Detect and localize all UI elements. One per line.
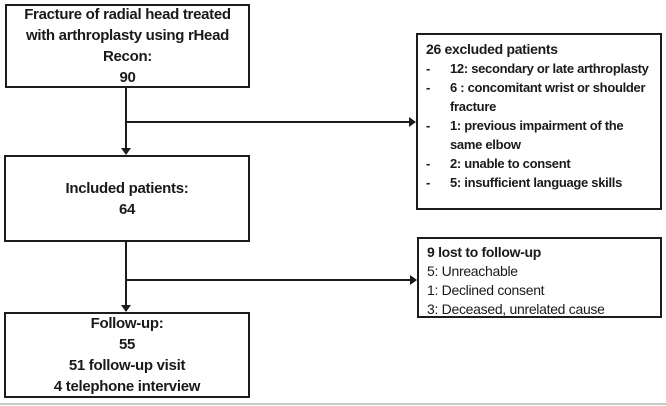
dash-bullet: - bbox=[426, 118, 431, 133]
connector-to-excluded bbox=[126, 121, 410, 123]
excluded-item-text: 12: secondary or late arthroplasty bbox=[450, 61, 649, 76]
lost-to-followup-box: 9 lost to follow-up 5: Unreachable 1: De… bbox=[417, 237, 662, 318]
connector-source-to-included bbox=[125, 87, 127, 149]
included-box-count: 64 bbox=[118, 200, 136, 218]
arrowhead-down-icon bbox=[121, 148, 131, 155]
excluded-item-text: 2: unable to consent bbox=[450, 156, 571, 171]
connector-to-lost bbox=[126, 279, 411, 281]
followup-box-count: 55 bbox=[118, 336, 136, 353]
arrowhead-down-icon bbox=[121, 305, 131, 312]
arrowhead-right-icon bbox=[409, 117, 416, 127]
lost-list-item: 3: Deceased, unrelated cause bbox=[427, 301, 605, 317]
dash-bullet: - bbox=[426, 61, 431, 76]
dash-bullet: - bbox=[426, 80, 431, 95]
excluded-item-text: 6 : concomitant wrist or shoulder fractu… bbox=[450, 80, 646, 114]
excluded-list-item: - 2: unable to consent bbox=[426, 154, 656, 173]
source-box-line: Fracture of radial head treated bbox=[24, 6, 231, 23]
figure-bottom-rule bbox=[0, 403, 666, 405]
source-box-count: 90 bbox=[119, 69, 136, 86]
connector-included-to-followup bbox=[125, 241, 127, 306]
followup-box-title: Follow-up: bbox=[90, 315, 164, 332]
dash-bullet: - bbox=[426, 175, 431, 190]
excluded-box: 26 excluded patients - 12: secondary or … bbox=[416, 33, 662, 210]
followup-box-detail: 4 telephone interview bbox=[53, 378, 201, 395]
excluded-item-text: 5: insufficient language skills bbox=[450, 175, 623, 190]
followup-box-detail: 51 follow-up visit bbox=[68, 357, 186, 374]
excluded-list-item: - 12: secondary or late arthroplasty bbox=[426, 59, 656, 78]
source-box-line: with arthroplasty using rHead bbox=[26, 27, 229, 44]
lost-box-heading: 9 lost to follow-up bbox=[427, 244, 542, 260]
lost-list-item: 5: Unreachable bbox=[427, 263, 518, 279]
excluded-list-item: - 5: insufficient language skills bbox=[426, 173, 656, 192]
source-box-line: Recon: bbox=[102, 48, 153, 65]
included-box-title: Included patients: bbox=[65, 179, 189, 197]
excluded-item-text: 1: previous impairment of the same elbow bbox=[450, 118, 624, 152]
excluded-box-heading: 26 excluded patients bbox=[426, 41, 558, 57]
included-box: Included patients: 64 bbox=[4, 155, 250, 242]
excluded-list-item: - 1: previous impairment of the same elb… bbox=[426, 116, 656, 154]
followup-box: Follow-up: 55 51 follow-up visit 4 telep… bbox=[4, 312, 250, 398]
lost-list-item: 1: Declined consent bbox=[427, 282, 545, 298]
excluded-list-item: - 6 : concomitant wrist or shoulder frac… bbox=[426, 78, 656, 116]
arrowhead-right-icon bbox=[410, 275, 417, 285]
dash-bullet: - bbox=[426, 156, 431, 171]
source-box: Fracture of radial head treated with art… bbox=[5, 4, 250, 88]
